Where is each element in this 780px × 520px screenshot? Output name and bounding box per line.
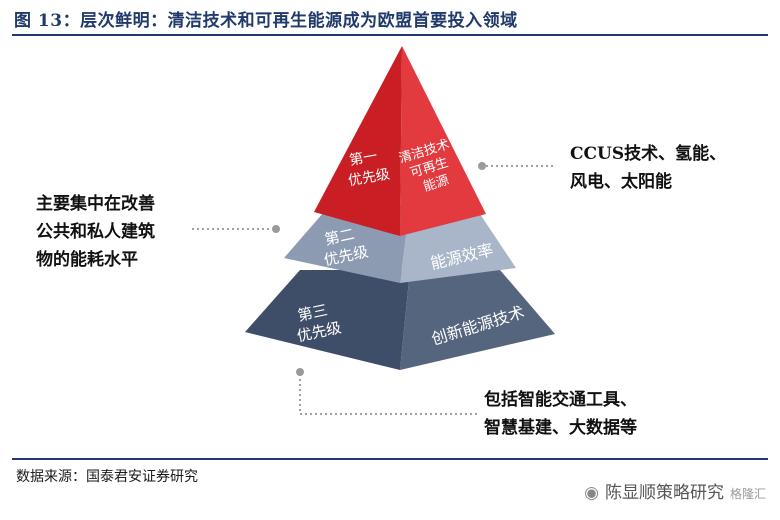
tier-1-priority-line-1: 第一: [348, 147, 379, 169]
tier-3-annotation: 包括智能交通工具、 智慧基建、大数据等: [484, 386, 637, 442]
tier-1-left-face: [314, 46, 402, 236]
source-note: 数据来源：国泰君安证券研究: [16, 469, 198, 485]
tier-1: 第一 优先级 清洁技术 可再生 能源: [314, 46, 486, 236]
tier-1-annotation-line-2: 风电、太阳能: [570, 172, 672, 192]
tier-2-priority-line-1: 第二: [323, 225, 356, 249]
tier-2-annotation: 主要集中在改善 公共和私人建筑 物的能耗水平: [36, 190, 155, 274]
tier-1-focus-line-3: 能源: [422, 173, 451, 195]
tier-3-connector: [299, 374, 478, 415]
wechat-icon: ◉: [584, 483, 599, 503]
source-rule: [12, 458, 768, 460]
tier-2-connector-dot: [272, 225, 280, 233]
tier-3-annotation-line-2: 智慧基建、大数据等: [484, 418, 637, 438]
connector-dots: [272, 162, 486, 376]
tier-3-left-face: [245, 270, 410, 370]
tier-1-connector-dot: [478, 162, 486, 170]
tier-1-annotation-line-1: CCUS技术、氢能、: [570, 144, 727, 164]
tier-1-priority-line-2: 优先级: [347, 166, 391, 189]
tier-3-priority-line-1: 第三: [296, 301, 329, 325]
title-rule: [12, 34, 768, 36]
tier-2-annotation-line-2: 公共和私人建筑: [36, 222, 155, 242]
tier-1-annotation: CCUS技术、氢能、 风电、太阳能: [570, 140, 726, 196]
tier-2-annotation-line-3: 物的能耗水平: [36, 250, 138, 270]
tier-3-right-face: [400, 270, 555, 370]
tier-3-connector-dot: [296, 368, 304, 376]
tier-1-priority-label: 第一 优先级: [343, 146, 391, 190]
watermark-brand: 格隆汇: [729, 487, 766, 501]
tier-2-annotation-line-1: 主要集中在改善: [36, 194, 155, 214]
connectors: [192, 165, 555, 415]
figure-title: 图 13：层次鲜明：清洁技术和可再生能源成为欧盟首要投入领域: [14, 11, 518, 31]
tier-3: 第三 优先级 创新能源技术: [245, 270, 555, 370]
tier-3-annotation-line-1: 包括智能交通工具、: [484, 390, 637, 410]
tier-1-right-face: [400, 46, 486, 236]
watermark-text: 陈显顺策略研究: [604, 483, 724, 503]
watermark: ◉陈显顺策略研究格隆汇: [584, 478, 766, 503]
